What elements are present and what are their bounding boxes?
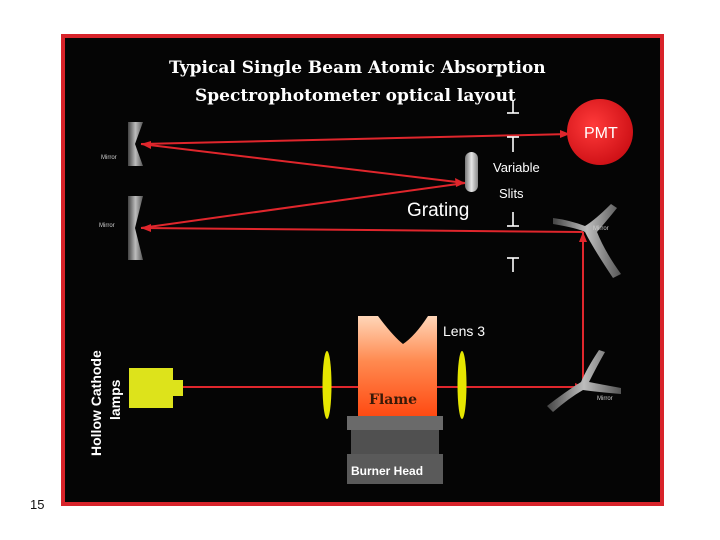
mirror-mid-left-label: Mirror — [99, 223, 115, 229]
pmt-label: PMT — [584, 125, 618, 142]
mirror-top-left: Mirror — [101, 122, 143, 166]
light-beam-path — [140, 133, 585, 388]
variable-slits-label-line1: Variable — [493, 160, 540, 175]
flame-label: Flame — [369, 392, 417, 408]
optical-layout-diagram: Typical Single Beam Atomic Absorption Sp… — [61, 34, 664, 506]
mirror-right-lower-label: Mirror — [597, 396, 613, 402]
burner-head-label: Burner Head — [351, 464, 423, 478]
diagram-title-line1: Typical Single Beam Atomic Absorption — [169, 58, 546, 78]
photomultiplier-tube: PMT — [567, 99, 633, 165]
mirror-top-left-label: Mirror — [101, 155, 117, 161]
beam-arrowheads — [141, 130, 587, 391]
slide-number: 15 — [30, 497, 45, 512]
lens-left — [322, 351, 332, 419]
mirror-right-lower: Mirror — [547, 350, 621, 412]
hollow-cathode-label-line1: Hollow Cathode — [88, 350, 104, 456]
hollow-cathode-lamp — [129, 368, 183, 408]
variable-slits — [507, 100, 519, 272]
mirror-mid-left: Mirror — [99, 196, 143, 260]
mirror-right-upper-label: Mirror — [593, 226, 609, 232]
grating: Grating — [407, 152, 478, 221]
hollow-cathode-label-line2: lamps — [107, 379, 123, 420]
variable-slits-label-line2: Slits — [499, 186, 524, 201]
hollow-cathode-label: Hollow Cathode lamps — [88, 350, 123, 456]
flame: Flame — [358, 316, 437, 416]
lens-3-label: Lens 3 — [443, 323, 485, 339]
burner-head: Burner Head — [347, 416, 443, 484]
lens-3: Lens 3 — [443, 323, 485, 419]
mirror-right-upper: Mirror — [553, 204, 621, 278]
diagram-title-line2: Spectrophotometer optical layout — [195, 86, 516, 106]
grating-label: Grating — [407, 200, 469, 221]
